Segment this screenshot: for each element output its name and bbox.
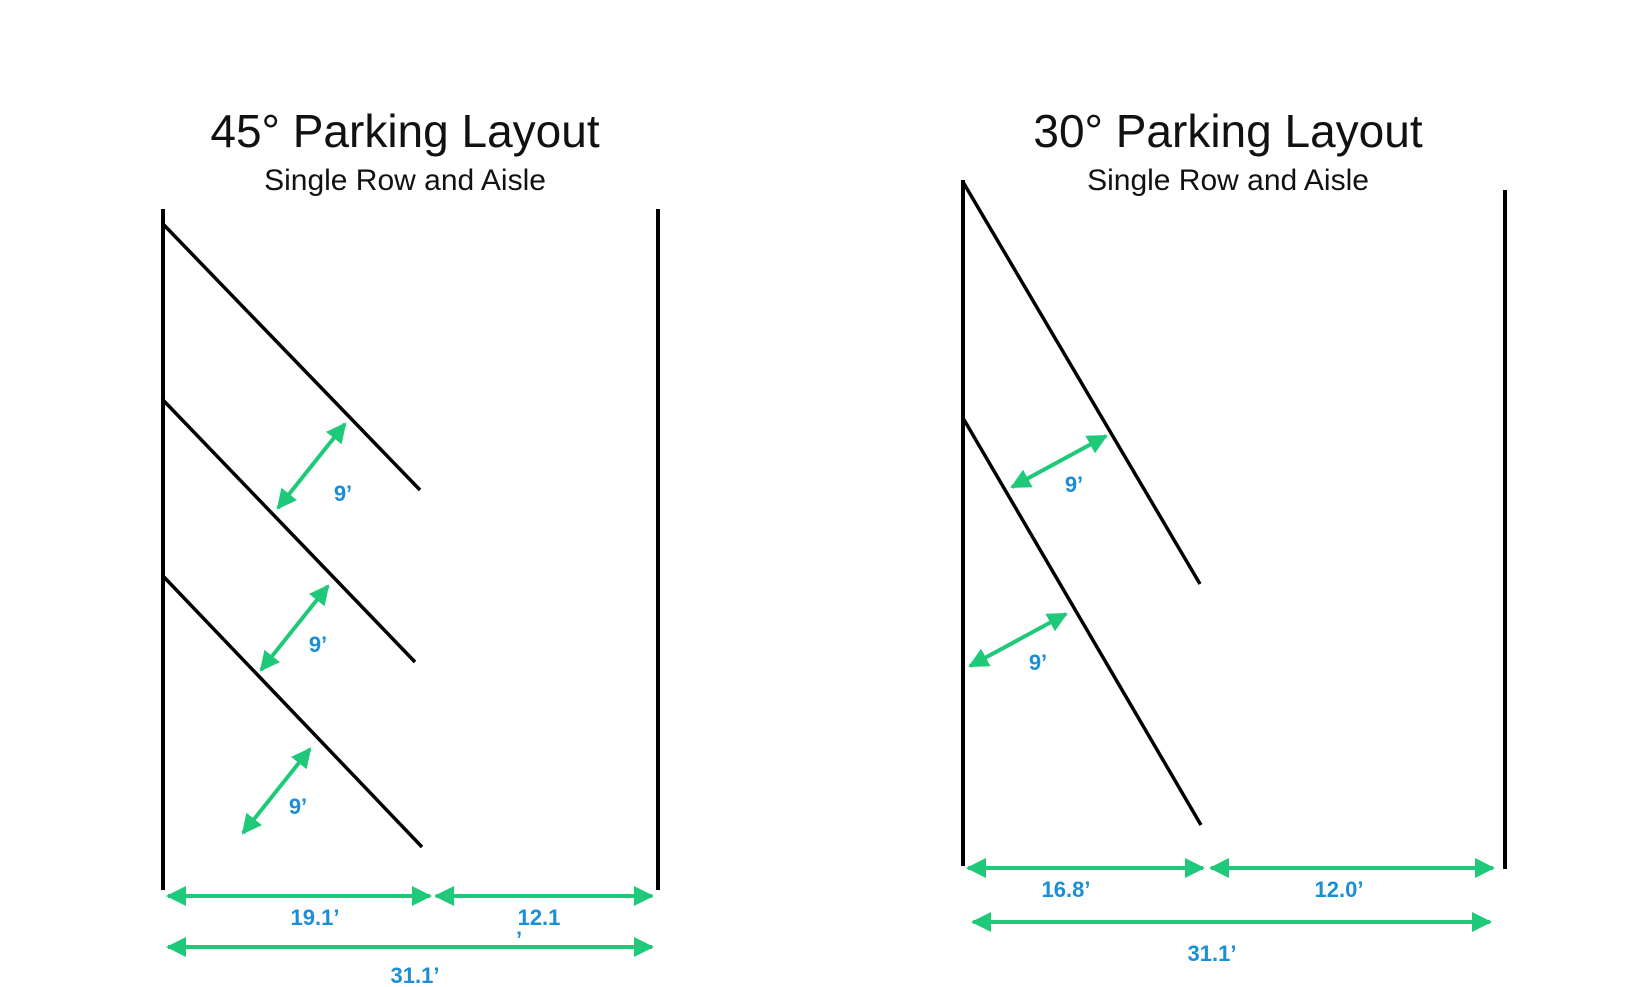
layout-45-stall-line-2 bbox=[161, 398, 417, 664]
layout-30-stall-width-label-2: 9’ bbox=[1029, 650, 1047, 675]
layout-30-stall-width-arrow-1 bbox=[1010, 434, 1108, 489]
layout-30-stall-line-2 bbox=[961, 417, 1203, 826]
layout-45-panel: 45° Parking Layout Single Row and Aisle … bbox=[161, 105, 660, 987]
layout-45-title: 45° Parking Layout bbox=[210, 105, 599, 157]
layout-30-aisle-width-label: 12.0’ bbox=[1315, 877, 1364, 902]
layout-45-stall-line-3 bbox=[161, 574, 424, 849]
layout-30-stall-width-label-1: 9’ bbox=[1065, 472, 1083, 497]
layout-45-subtitle: Single Row and Aisle bbox=[264, 164, 546, 197]
layout-45-stall-width-label-3: 9’ bbox=[289, 794, 307, 819]
layout-30-stall-width-arrow-2 bbox=[968, 612, 1068, 668]
layout-45-stall-width-arrow-3 bbox=[241, 747, 312, 835]
layout-45-stall-width-label-2: 9’ bbox=[309, 632, 327, 657]
layout-30-stall-line-1 bbox=[961, 181, 1202, 585]
layout-45-stall-depth-label: 19.1’ bbox=[291, 905, 340, 930]
layout-45-aisle-width-label: 12.1 bbox=[518, 905, 561, 930]
layout-30-title: 30° Parking Layout bbox=[1033, 105, 1422, 157]
layout-45-stall-line-1 bbox=[161, 222, 422, 492]
layout-30-subtitle: Single Row and Aisle bbox=[1087, 164, 1369, 197]
layout-45-total-width-label: 31.1’ bbox=[391, 963, 440, 987]
layout-45-stall-width-arrow-1 bbox=[276, 422, 347, 510]
layout-30-stall-depth-label: 16.8’ bbox=[1042, 877, 1091, 902]
layout-45-stall-width-label-1: 9’ bbox=[334, 481, 352, 506]
layout-30-panel: 30° Parking Layout Single Row and Aisle … bbox=[961, 105, 1507, 966]
layout-45-stall-width-arrow-2 bbox=[259, 584, 330, 672]
layout-30-total-width-label: 31.1’ bbox=[1188, 941, 1237, 966]
layout-45-aisle-width-label-mark: ’ bbox=[516, 927, 522, 952]
